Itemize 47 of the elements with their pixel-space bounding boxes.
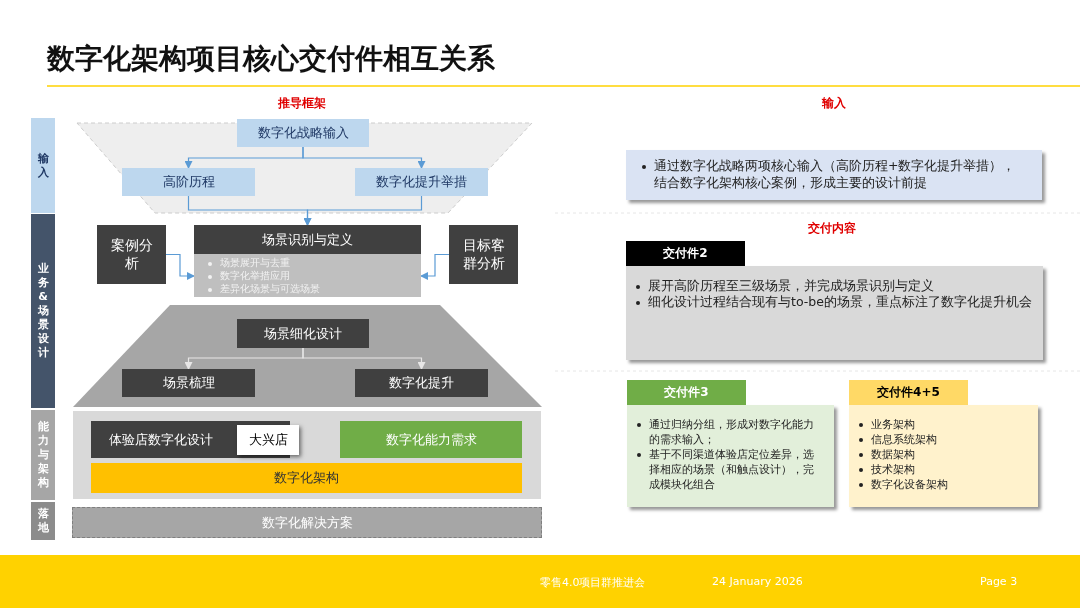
arrow [303,195,423,226]
bullet-item: 细化设计过程结合现有与to-be的场景，重点标注了数字化提升机会 [648,294,1033,310]
bullet-item: 展开高阶历程至三级场景，并完成场景识别与定义 [648,278,935,294]
process-box: 数字化提升 [355,369,488,397]
arrow [420,253,450,280]
card-header: 场景识别与定义 [194,225,421,254]
process-box: 目标客群分析 [449,225,518,284]
bullet-item: 数据架构 [871,447,916,462]
note-box [626,150,1042,200]
process-box: 案例分析 [97,225,166,284]
card-header: 交付件4+5 [849,380,968,405]
section-heading: 输入 [820,95,847,112]
card-header: 交付件2 [626,241,745,266]
arrow [302,347,426,370]
card-header: 交付件3 [627,380,746,405]
process-box: 场景梳理 [122,369,255,397]
side-band: 业务&场景设计 [31,214,55,408]
side-band: 能力与架构 [31,410,55,500]
side-band: 落地 [31,502,55,540]
bullet-item: 通过数字化战略两项核心输入（高阶历程+数字化提升举措），结合数字化架构核心案例，形成主要的设计前提 [654,158,1017,192]
page-number: Page 3 [980,575,1019,588]
process-box: 高阶历程 [122,168,255,196]
tag-box: 大兴店 [237,425,299,455]
process-box: 数字化解决方案 [72,507,542,538]
bullet-item: 技术架构 [871,462,916,477]
deliverable-card [849,380,1038,507]
bullet-item: 基于不同渠道体验店定位差异，选择相应的场景（和触点设计），完成模块化组合 [649,447,815,492]
footer-date: 24 January 2026 [712,575,804,588]
deliverable-card [626,241,1043,360]
scene-card [194,225,421,297]
bullet-item: 业务架构 [871,417,916,432]
side-band: 输入 [31,118,55,213]
bullet-item: 数字化设备架构 [871,477,949,492]
slide-title: 数字化架构项目核心交付件相互关系 [47,41,495,77]
section-heading: 推导框架 [277,95,327,112]
process-box: 场景细化设计 [237,319,369,348]
process-box: 数字化能力需求 [340,421,522,458]
footer-text: 零售4.0项目群推进会 [540,575,647,590]
bullet-item: 信息系统架构 [871,432,938,447]
process-box: 数字化架构 [91,463,522,493]
deliverable-card [627,380,834,507]
bullet-item: 通过归纳分组，形成对数字化能力的需求输入； [649,417,815,447]
arrow [165,253,195,280]
arrow [302,146,426,169]
section-heading: 交付内容 [807,220,857,237]
process-box: 数字化战略输入 [237,119,369,147]
process-box: 数字化提升举措 [355,168,488,196]
